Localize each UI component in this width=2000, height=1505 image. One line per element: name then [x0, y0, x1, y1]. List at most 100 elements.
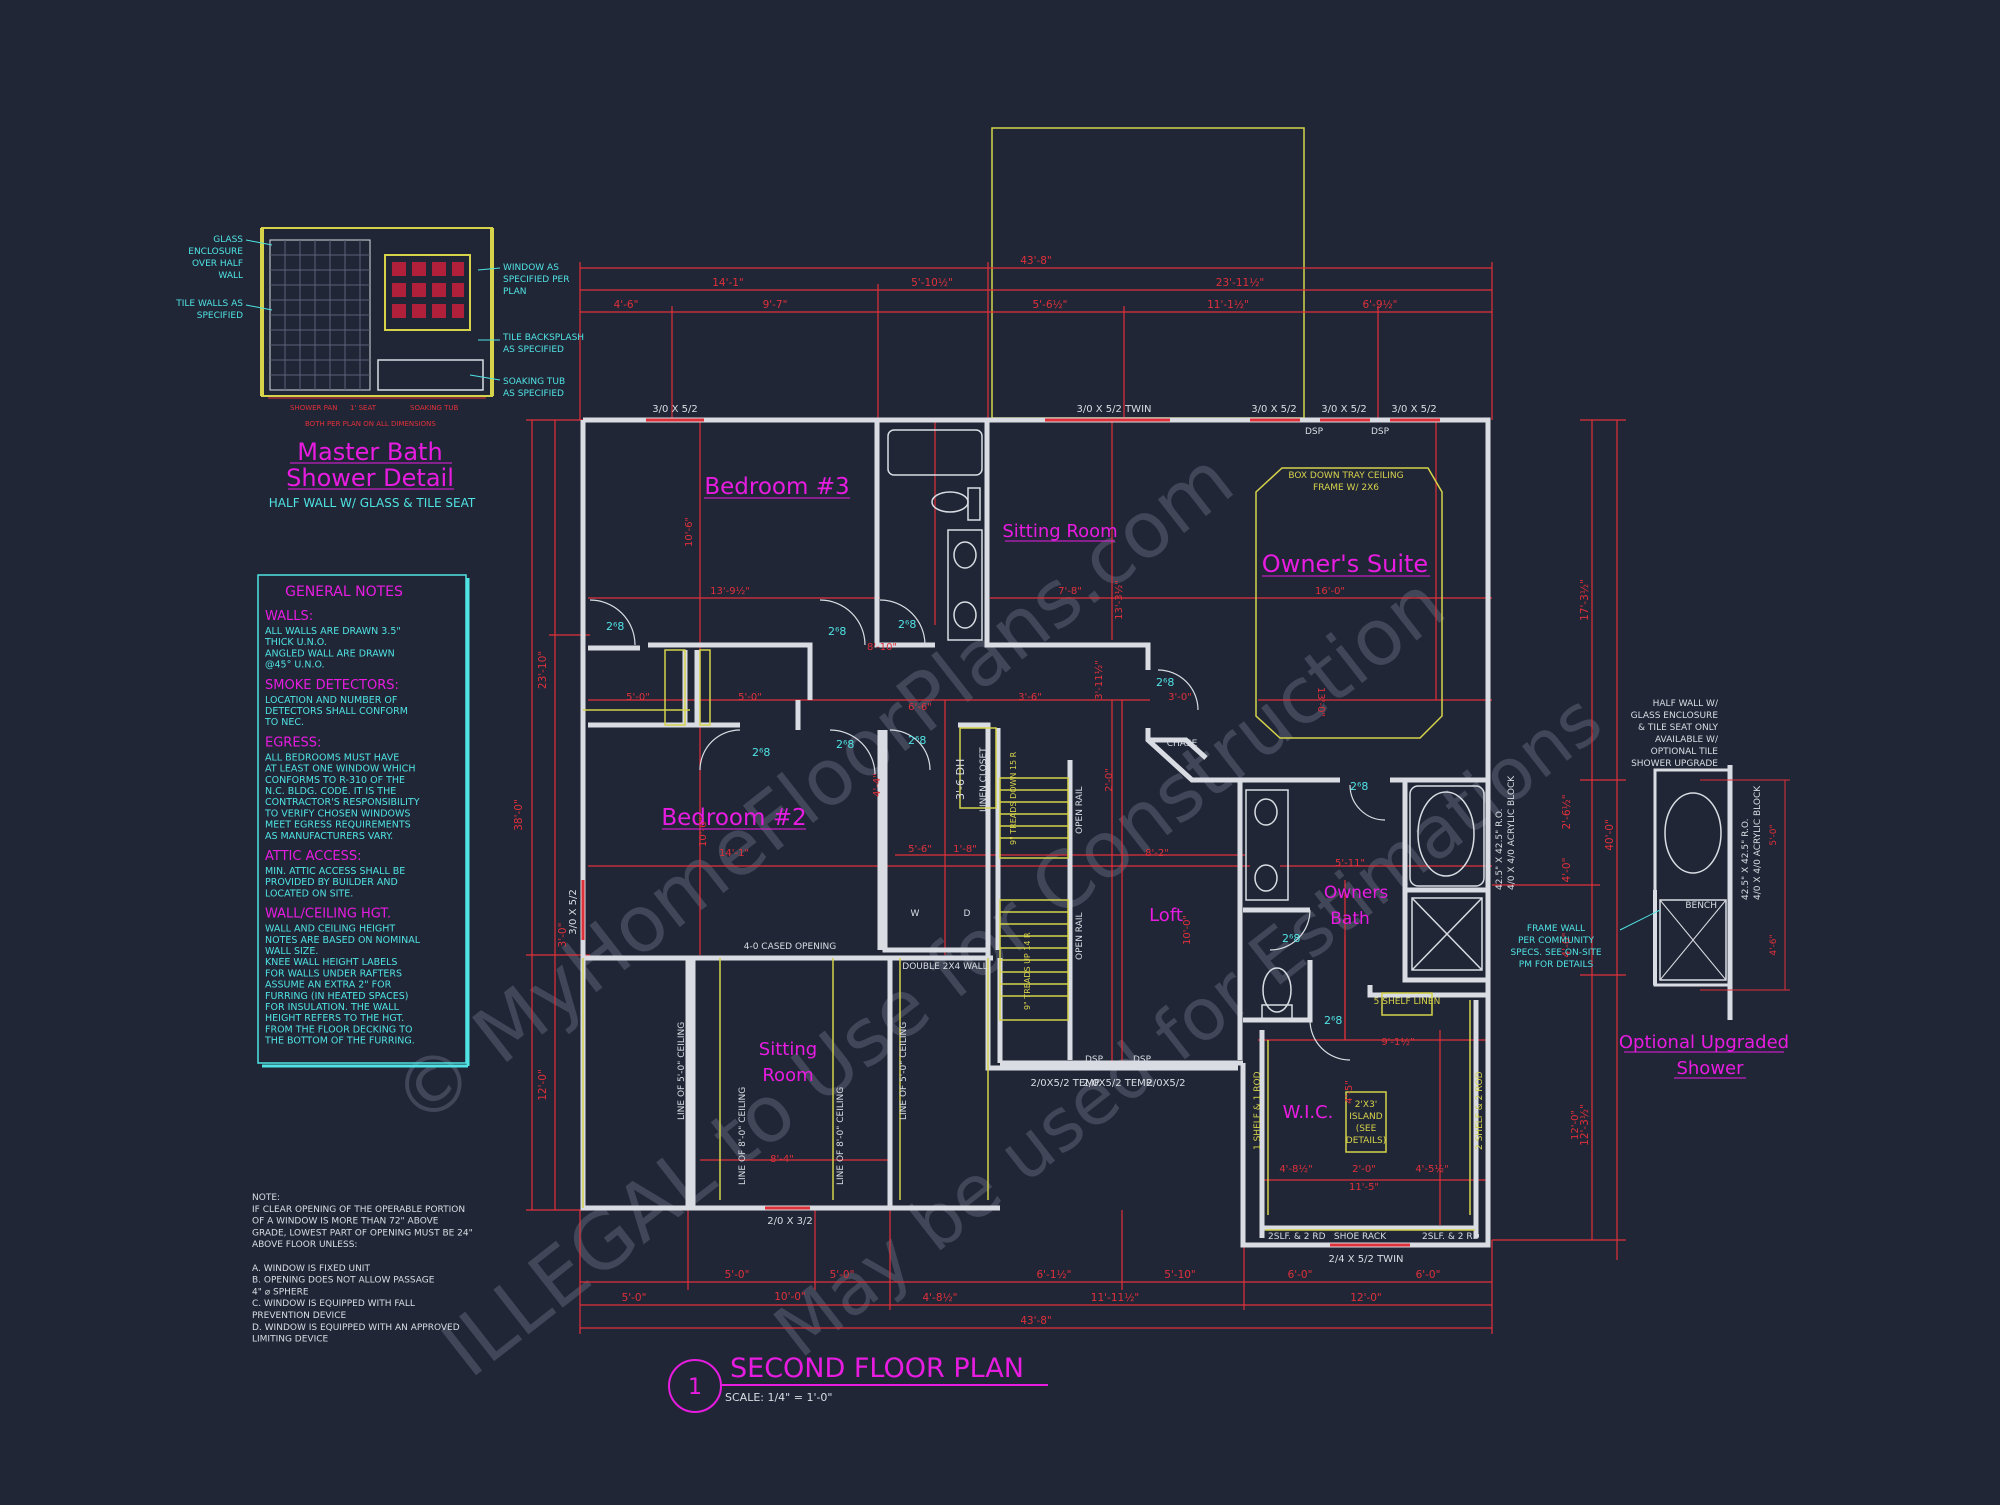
- note-line: ASSUME AN EXTRA 2" FOR: [265, 980, 392, 991]
- ceiling-line-b: LINE OF 8'-0" CEILING: [738, 1087, 748, 1185]
- note-heading: WALL/CEILING HGT.: [265, 907, 391, 922]
- fixtures: [582, 467, 1475, 1231]
- detail-tub-2: AS SPECIFIED: [503, 389, 564, 399]
- interior-dimension: 13'-9½": [710, 585, 750, 597]
- double-wall-label: DOUBLE 2X4 WALL: [902, 962, 987, 972]
- tray-note-1: BOX DOWN TRAY CEILING: [1288, 471, 1403, 481]
- detail-tile-1: TILE WALLS AS: [175, 299, 243, 309]
- note-line: ANGLED WALL ARE DRAWN: [265, 648, 395, 659]
- window-label: 3/0 X 5/2: [652, 404, 697, 415]
- note-line: LOCATED ON SITE.: [265, 888, 353, 899]
- frame-note-4: PM FOR DETAILS: [1519, 960, 1594, 970]
- dim-top-e: 9'-7": [763, 299, 788, 311]
- optional-note-2: GLASS ENCLOSURE: [1631, 711, 1719, 721]
- dim-bottom-d: 12'-0": [1350, 1292, 1382, 1304]
- dim-top-g: 11'-1½": [1207, 299, 1249, 311]
- detail-labels: GLASS ENCLOSURE OVER HALF WALL TILE WALL…: [175, 235, 584, 428]
- door-size-label: 2⁶8: [898, 618, 916, 631]
- dim-left-c: 12'-0": [537, 1069, 549, 1101]
- dim-bottom-overall: 43'-8": [1020, 1315, 1052, 1327]
- interior-dimension: 7'-8": [1058, 586, 1082, 597]
- treads-down-label: 9" TREADS DOWN 15 R: [1009, 751, 1018, 845]
- note-line: WALL SIZE.: [265, 946, 318, 957]
- shower-detail-drawing: [245, 227, 501, 399]
- dimension-labels: 43'-8" 14'-1" 5'-10½" 23'-11½" 4'-6" 9'-…: [513, 255, 1616, 1327]
- interior-dimension: 4'-5½": [1415, 1163, 1448, 1175]
- cased-opening-label: 4-0 CASED OPENING: [744, 942, 837, 952]
- note-line: MIN. ATTIC ACCESS SHALL BE: [265, 866, 405, 877]
- bottom-note-line: IF CLEAR OPENING OF THE OPERABLE PORTION: [252, 1205, 465, 1215]
- note-line: FURRING (IN HEATED SPACES): [265, 991, 408, 1002]
- window-markers: [581, 418, 1440, 1247]
- door-swings: [589, 599, 1386, 1061]
- tray-note-2: FRAME W/ 2X6: [1313, 483, 1379, 493]
- bottom-note-line: OF A WINDOW IS MORE THAN 72" ABOVE: [252, 1217, 439, 1227]
- dim-top-overall: 43'-8": [1020, 255, 1052, 267]
- island-label-3: (SEE: [1356, 1124, 1377, 1134]
- ceiling-line-d: LINE OF 5'-0" CEILING: [899, 1022, 909, 1120]
- interior-dimension: 10'-6": [698, 817, 709, 847]
- interior-dimension: 3'-6": [1018, 692, 1042, 703]
- note-line: NOTES ARE BASED ON NOMINAL: [265, 935, 421, 946]
- room-labels: Bedroom #3 Bedroom #2 Sitting Room Owner…: [661, 474, 1430, 1123]
- interior-dimension: 1'-8": [953, 844, 977, 855]
- general-notes-title: GENERAL NOTES: [285, 584, 403, 600]
- note-line: LOCATION AND NUMBER OF: [265, 695, 397, 706]
- note-line: THE BOTTOM OF THE FURRING.: [264, 1036, 415, 1047]
- chase-label: CHASE: [1167, 739, 1198, 749]
- walls: [580, 417, 1491, 1248]
- ceiling-line-a: LINE OF 5'-0" CEILING: [677, 1022, 687, 1120]
- window-label: 2/0 X 3/2: [767, 1216, 812, 1227]
- linen-closet-label: LINEN CLOSET: [979, 747, 989, 812]
- dh-label: 3'-6 DH: [954, 759, 967, 800]
- drawing-title: SECOND FLOOR PLAN: [730, 1353, 1024, 1384]
- dim-right-a: 17'-3½": [1579, 579, 1591, 621]
- island-label-1: 2'X3': [1355, 1100, 1378, 1110]
- dim-right-f: 12'-3½": [1579, 1104, 1591, 1146]
- dim-left-d: 3'-0": [557, 923, 569, 948]
- detail-window-3: PLAN: [503, 287, 527, 297]
- general-notes-content: WALLS:ALL WALLS ARE DRAWN 3.5"THICK U.N.…: [264, 609, 421, 1047]
- window-label: 3/0 X 5/2 TWIN: [1077, 404, 1152, 415]
- interior-dimension: 8'-10": [867, 642, 897, 653]
- dim-bottom-f: 10'-0": [774, 1291, 806, 1303]
- detail-glass-4: WALL: [218, 271, 243, 281]
- window-label: 3/0 X 5/2: [1391, 404, 1436, 415]
- note-line: ALL BEDROOMS MUST HAVE: [265, 752, 399, 763]
- tray-ceiling-outline: [1255, 467, 1443, 739]
- treads-up-label: 9" TREADS UP 14 R: [1023, 932, 1032, 1010]
- dim-bottom-h: 6'-1½": [1036, 1269, 1071, 1281]
- dim-left-b: 38'-0": [513, 799, 525, 831]
- interior-dimension: 12'-0": [1570, 1110, 1581, 1140]
- interior-dimension: 5'-11": [1335, 858, 1365, 869]
- interior-dimension: 3'-11½": [1093, 660, 1105, 700]
- door-size-label: 2⁶8: [1350, 780, 1368, 793]
- tub-bath2: [887, 429, 983, 476]
- shower: [1411, 897, 1483, 971]
- interior-dimension: 11'-5": [1349, 1182, 1379, 1193]
- shelf-left: 1 SHELF & 1 ROD: [1253, 1071, 1263, 1150]
- bottom-note-line: B. OPENING DOES NOT ALLOW PASSAGE: [252, 1276, 435, 1286]
- bottom-note-line: C. WINDOW IS EQUIPPED WITH FALL: [252, 1299, 415, 1309]
- bottom-note-line: PREVENTION DEVICE: [252, 1311, 346, 1321]
- detail-window-2: SPECIFIED PER: [503, 275, 569, 285]
- dim-top-d: 4'-6": [614, 299, 639, 311]
- door-size-label: 2⁶8: [752, 746, 770, 759]
- interior-dimension: 5'-0": [626, 692, 650, 703]
- door-size-label: 2⁶8: [1324, 1014, 1342, 1027]
- note-line: CONFORMS TO R-310 OF THE: [265, 775, 405, 786]
- note-line: CONTRACTOR'S RESPONSIBILITY: [265, 797, 420, 808]
- bath-fixtures: [887, 429, 1485, 1021]
- interior-dimension: 9'-1½": [1381, 1036, 1414, 1048]
- detail-title-line-1: Master Bath: [297, 438, 442, 466]
- interior-dimension: 3'-0": [1168, 692, 1192, 703]
- optional-shower-labels: HALF WALL W/ GLASS ENCLOSURE & TILE SEAT…: [1631, 699, 1779, 956]
- room-loft: Loft: [1149, 905, 1183, 926]
- bottom-note-line: A. WINDOW IS FIXED UNIT: [252, 1264, 370, 1274]
- island-label-4: DETAILS): [1346, 1136, 1386, 1146]
- dim-bottom-b: 4'-8½": [922, 1292, 957, 1304]
- dim-bottom-e: 5'-0": [725, 1269, 750, 1281]
- note-line: @45° U.N.O.: [265, 660, 325, 671]
- room-sitting-room-bottom-1: Sitting: [759, 1039, 817, 1060]
